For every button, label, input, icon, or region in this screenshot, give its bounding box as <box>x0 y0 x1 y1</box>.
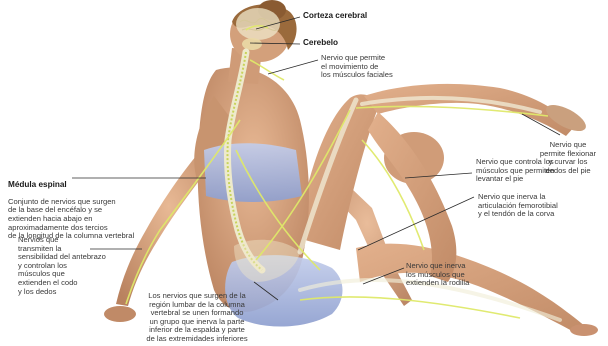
hand-shape <box>104 306 136 322</box>
lower-foot-shape <box>570 324 598 336</box>
label-nervios-antebrazo: Nervios que transmiten la sensibilidad d… <box>18 236 106 296</box>
cerebellum-shape <box>242 38 262 50</box>
crop-top-shape <box>204 143 302 202</box>
lower-leg-shape <box>356 244 585 334</box>
label-medula-desc: Conjunto de nervios que surgen de la bas… <box>8 197 134 240</box>
label-nervio-rodilla: Nervio que inerva los músculos que extie… <box>406 262 469 288</box>
label-nervio-femorotibial: Nervio que inerva la articulación femoro… <box>478 193 558 219</box>
label-corteza-cerebral: Corteza cerebral <box>303 12 367 21</box>
label-medula-title: Médula espinal <box>8 181 134 190</box>
label-medula-espinal: Médula espinal Conjunto de nervios que s… <box>8 172 134 241</box>
raised-shin-shape <box>364 84 575 136</box>
label-nervio-levantar-pie: Nervio que controla los músculos que per… <box>476 158 555 184</box>
label-region-lumbar: Los nervios que surgen de la región lumb… <box>138 292 256 346</box>
label-cerebelo: Cerebelo <box>303 39 338 48</box>
label-nervio-faciales: Nervio que permite el movimiento de los … <box>321 54 393 80</box>
